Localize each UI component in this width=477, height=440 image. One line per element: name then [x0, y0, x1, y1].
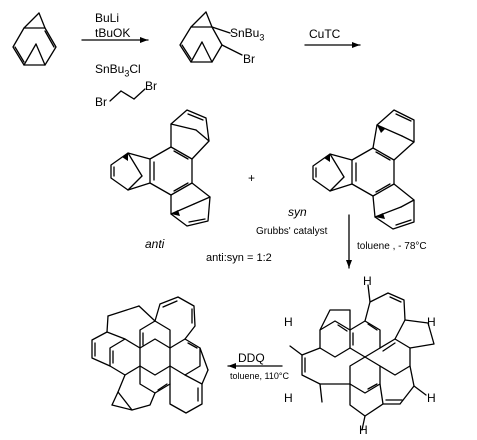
- anti-isomer-structure: [110, 109, 211, 227]
- reagent-snbu3cl-sub: 3: [124, 68, 130, 79]
- substituent-snbu3: SnBu3: [230, 27, 264, 42]
- reagent-snbu3cl-main: SnBu: [95, 62, 125, 76]
- dibromoethane-br-right: Br: [145, 79, 157, 93]
- final-aromatic-product-structure: [91, 296, 209, 414]
- plus-sign: +: [248, 171, 256, 185]
- ratio-label: anti:syn = 1:2: [206, 252, 272, 264]
- substituent-snbu3-sub: 3: [259, 32, 265, 43]
- dibromoethane-br-left: Br: [95, 95, 107, 109]
- h-label-lower-right: H: [427, 391, 436, 405]
- reagent-ddq: DDQ: [238, 351, 265, 365]
- substituent-snbu3-main: SnBu: [230, 26, 260, 40]
- anti-label: anti: [145, 237, 165, 251]
- reagent-cutc: CuTC: [309, 27, 341, 41]
- syn-label: syn: [288, 205, 307, 219]
- reagent-buli: BuLi: [95, 11, 120, 25]
- norbornadiene-structure: [12, 12, 57, 66]
- step3-conditions: toluene , - 78°C: [357, 241, 427, 252]
- reagent-snbu3cl-end: Cl: [129, 62, 141, 76]
- h-label-upper-right: H: [427, 315, 436, 329]
- bromo-stannyl-norbornene-structure: [179, 11, 243, 63]
- dibromoethane-structure: [109, 88, 146, 102]
- h-label-top: H: [363, 274, 372, 288]
- step4-conditions: toluene, 110°C: [230, 371, 289, 381]
- syn-isomer-structure: [312, 109, 415, 230]
- reagent-tbuok: tBuOK: [95, 26, 131, 40]
- substituent-br: Br: [243, 52, 255, 66]
- h-label-lower-left: H: [284, 391, 293, 405]
- h-label-upper-left: H: [284, 315, 293, 329]
- hexahydro-product-structure: [289, 284, 435, 431]
- reagent-snbu3cl: SnBu3Cl: [95, 63, 141, 78]
- h-label-bottom: H: [359, 423, 368, 437]
- grubbs-catalyst-label: Grubbs' catalyst: [256, 226, 328, 237]
